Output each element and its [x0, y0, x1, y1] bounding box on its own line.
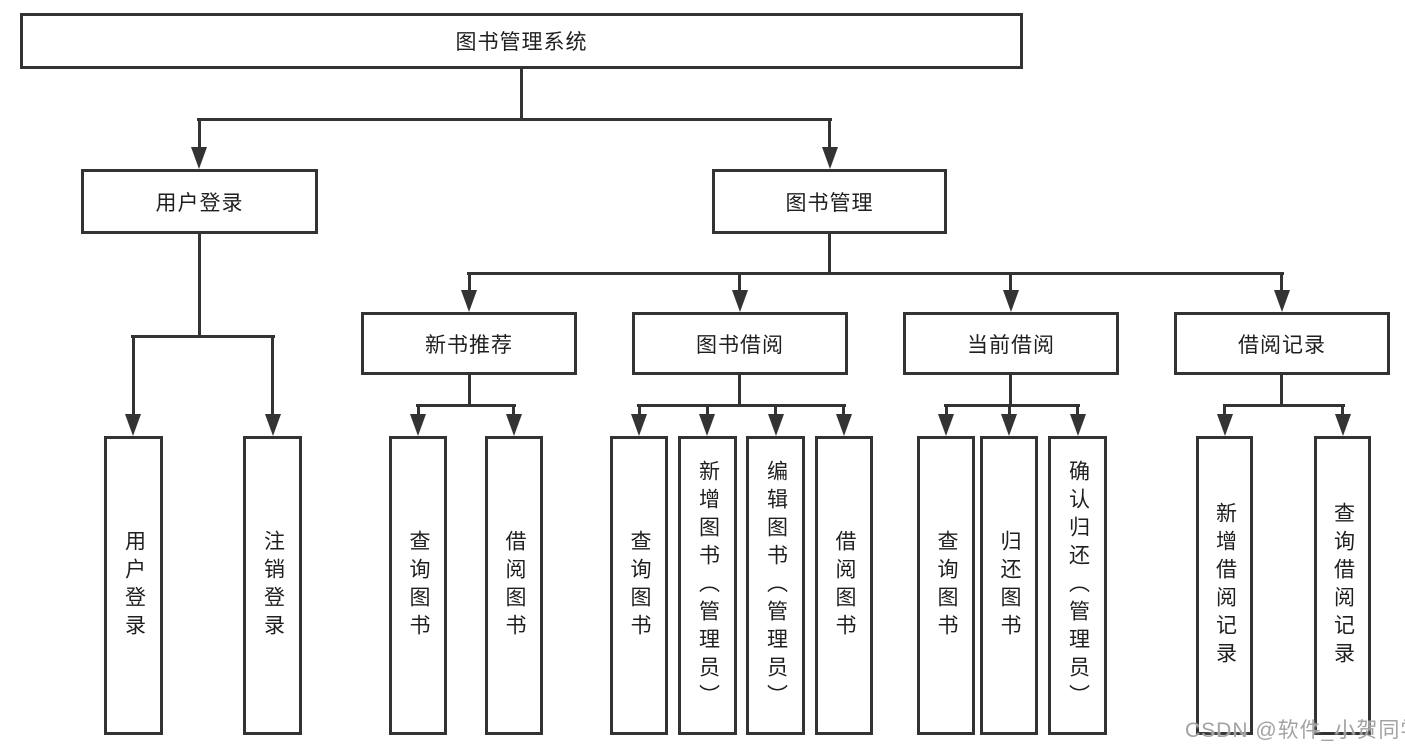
leaf-query-books-recommend: 查询图书 — [389, 436, 447, 735]
connector-line — [198, 118, 201, 149]
node-user-login: 用户登录 — [81, 169, 318, 234]
connector-line — [1280, 272, 1283, 293]
connector-line — [638, 404, 641, 416]
node-new-book-recommend: 新书推荐 — [361, 312, 577, 375]
arrow-down-icon — [506, 414, 522, 436]
connector-line — [512, 404, 515, 416]
leaf-edit-book-admin: 编辑图书（管理员） — [746, 436, 805, 735]
connector-line — [637, 404, 846, 407]
connector-line — [842, 404, 845, 416]
leaf-borrow-books-borrow: 借阅图书 — [815, 436, 873, 735]
node-label: 借阅图书 — [833, 529, 856, 642]
connector-line — [416, 404, 516, 407]
node-label: 借阅图书 — [503, 529, 526, 642]
node-label: 图书借阅 — [696, 333, 784, 357]
arrow-down-icon — [410, 414, 426, 436]
arrow-down-icon — [836, 414, 852, 436]
connector-line — [1223, 404, 1345, 407]
connector-line — [1008, 404, 1011, 416]
leaf-logout: 注销登录 — [243, 436, 302, 735]
node-current-borrow: 当前借阅 — [903, 312, 1119, 375]
leaf-add-book-admin: 新增图书（管理员） — [678, 436, 737, 735]
leaf-return-books: 归还图书 — [980, 436, 1038, 735]
connector-line — [738, 375, 741, 404]
connector-line — [132, 335, 135, 416]
node-label: 当前借阅 — [967, 333, 1055, 357]
node-root: 图书管理系统 — [20, 13, 1023, 69]
connector-line — [1009, 272, 1012, 293]
connector-line — [131, 335, 275, 338]
connector-line — [828, 234, 831, 272]
node-label: 归还图书 — [998, 529, 1021, 642]
node-borrow-records: 借阅记录 — [1174, 312, 1390, 375]
node-label: 用户登录 — [122, 529, 146, 642]
node-label: 借阅记录 — [1238, 333, 1326, 357]
leaf-user-login: 用户登录 — [104, 436, 163, 735]
connector-line — [738, 272, 741, 293]
node-label: 图书管理系统 — [455, 31, 588, 54]
node-book-management: 图书管理 — [712, 169, 947, 234]
connector-line — [1076, 404, 1079, 416]
node-label: 查询借阅记录 — [1331, 501, 1355, 670]
arrow-down-icon — [1217, 414, 1233, 436]
leaf-borrow-books-recommend: 借阅图书 — [485, 436, 543, 735]
leaf-add-borrow-record: 新增借阅记录 — [1196, 436, 1253, 735]
leaf-query-books-borrow: 查询图书 — [610, 436, 668, 735]
connector-line — [417, 404, 420, 416]
connector-line — [945, 404, 948, 416]
connector-line — [271, 335, 274, 416]
arrow-down-icon — [1335, 414, 1351, 436]
connector-line — [468, 375, 471, 404]
connector-line — [1223, 404, 1226, 416]
arrow-down-icon — [461, 290, 477, 312]
arrow-down-icon — [125, 414, 141, 436]
node-label: 编辑图书（管理员） — [764, 459, 788, 712]
connector-line — [1009, 375, 1012, 404]
node-label: 确认归还（管理员） — [1066, 459, 1090, 712]
connector-line — [1280, 375, 1283, 404]
node-label: 查询图书 — [407, 529, 430, 642]
arrow-down-icon — [699, 414, 715, 436]
connector-line — [944, 404, 1080, 407]
connector-line — [467, 272, 1284, 275]
connector-line — [198, 234, 201, 335]
node-label: 图书管理 — [785, 191, 874, 215]
node-label: 注销登录 — [261, 529, 285, 642]
node-label: 新增图书（管理员） — [696, 459, 720, 712]
node-label: 查询图书 — [935, 529, 958, 642]
node-label: 新书推荐 — [425, 333, 513, 357]
connector-line — [706, 404, 709, 416]
arrow-down-icon — [1001, 414, 1017, 436]
leaf-query-borrow-record: 查询借阅记录 — [1314, 436, 1371, 735]
arrow-down-icon — [1070, 414, 1086, 436]
arrow-down-icon — [938, 414, 954, 436]
connector-line — [520, 69, 523, 118]
connector-line — [828, 118, 831, 149]
arrow-down-icon — [768, 414, 784, 436]
arrow-down-icon — [1274, 290, 1290, 312]
node-book-borrow: 图书借阅 — [632, 312, 848, 375]
connector-line — [1341, 404, 1344, 416]
node-label: 用户登录 — [155, 191, 244, 215]
arrow-down-icon — [631, 414, 647, 436]
arrow-down-icon — [265, 414, 281, 436]
csdn-watermark: CSDN @软件_小贺同学 — [1185, 719, 1405, 742]
connector-line — [468, 272, 471, 293]
arrow-down-icon — [822, 147, 838, 169]
node-label: 新增借阅记录 — [1213, 501, 1237, 670]
node-label: 查询图书 — [628, 529, 651, 642]
arrow-down-icon — [191, 147, 207, 169]
leaf-query-books-current: 查询图书 — [917, 436, 975, 735]
leaf-confirm-return-admin: 确认归还（管理员） — [1048, 436, 1107, 735]
connector-line — [774, 404, 777, 416]
arrow-down-icon — [1003, 290, 1019, 312]
connector-line — [197, 118, 832, 121]
arrow-down-icon — [732, 290, 748, 312]
